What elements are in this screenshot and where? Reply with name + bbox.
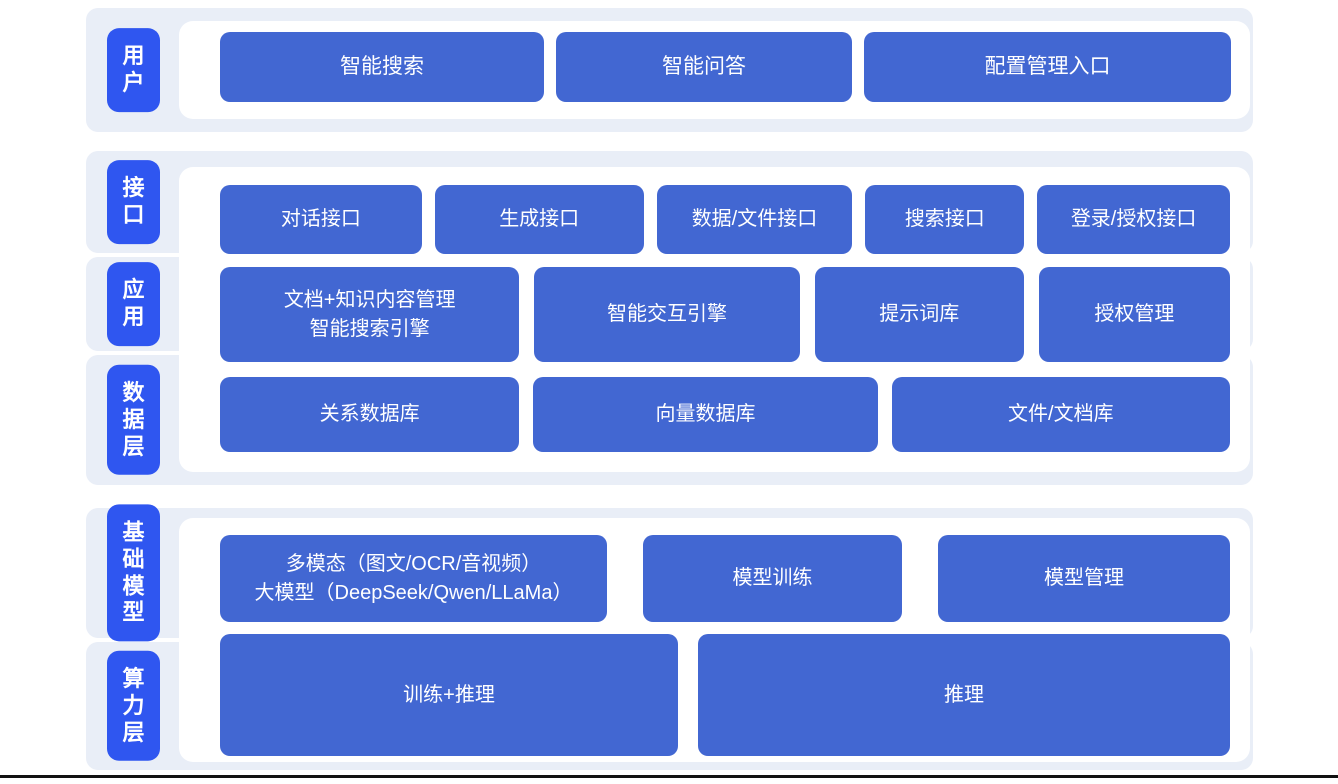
bottom-divider [0, 775, 1338, 778]
block-data-file-api: 数据/文件接口 [656, 185, 853, 254]
row-interfaces: 对话接口 生成接口 数据/文件接口 搜索接口 登录/授权接口 [220, 185, 1230, 254]
layer-label-base-model-text: 基础模型 [122, 519, 145, 625]
layer-label-data-layer-text: 数据层 [122, 379, 145, 459]
layer-group-user: 用户 智能搜索 智能问答 配置管理入口 [86, 8, 1253, 132]
layer-label-application: 应用 [107, 262, 160, 346]
layer-label-data-layer: 数据层 [107, 364, 160, 476]
layer-label-user: 用户 [107, 28, 160, 112]
row-databases: 关系数据库 向量数据库 文件/文档库 [220, 377, 1230, 452]
block-login-auth-api: 登录/授权接口 [1037, 185, 1230, 254]
block-config-entry: 配置管理入口 [864, 32, 1231, 102]
block-inference: 推理 [698, 634, 1230, 756]
panel-user: 智能搜索 智能问答 配置管理入口 [179, 21, 1250, 119]
layer-group-middle: 接口 应用 数据层 对话接口 生成接口 数据/文件接口 搜索接口 登录/授权接口… [86, 151, 1253, 485]
layer-group-bottom: 基础模型 算力层 多模态（图文/OCR/音视频） 大模型（DeepSeek/Qw… [86, 504, 1253, 770]
block-doc-knowledge-search-engine: 文档+知识内容管理 智能搜索引擎 [220, 267, 520, 362]
row-compute: 训练+推理 推理 [220, 634, 1230, 756]
block-auth-management: 授权管理 [1038, 267, 1231, 362]
block-dialog-api: 对话接口 [220, 185, 422, 254]
layer-label-interface-text: 接口 [122, 175, 145, 227]
block-model-training: 模型训练 [643, 535, 902, 622]
block-multimodal-llm: 多模态（图文/OCR/音视频） 大模型（DeepSeek/Qwen/LLaMa） [220, 535, 607, 622]
block-model-management: 模型管理 [938, 535, 1230, 622]
layer-label-interface: 接口 [107, 160, 160, 244]
block-training-inference: 训练+推理 [220, 634, 678, 756]
block-vector-db: 向量数据库 [533, 377, 878, 452]
layer-label-application-text: 应用 [122, 277, 145, 329]
row-models: 多模态（图文/OCR/音视频） 大模型（DeepSeek/Qwen/LLaMa）… [220, 535, 1230, 622]
layer-label-compute-layer: 算力层 [107, 650, 160, 762]
block-relational-db: 关系数据库 [220, 377, 520, 452]
layer-label-base-model: 基础模型 [107, 504, 160, 642]
block-search-api: 搜索接口 [865, 185, 1025, 254]
layer-label-user-text: 用户 [122, 43, 145, 95]
block-file-doc-db: 文件/文档库 [891, 377, 1230, 452]
row-user-entries: 智能搜索 智能问答 配置管理入口 [220, 32, 1231, 102]
block-prompt-library: 提示词库 [814, 267, 1024, 362]
block-smart-search: 智能搜索 [220, 32, 544, 102]
row-applications: 文档+知识内容管理 智能搜索引擎 智能交互引擎 提示词库 授权管理 [220, 267, 1231, 362]
block-generation-api: 生成接口 [434, 185, 644, 254]
panel-bottom: 多模态（图文/OCR/音视频） 大模型（DeepSeek/Qwen/LLaMa）… [179, 518, 1250, 762]
block-interaction-engine: 智能交互引擎 [534, 267, 800, 362]
block-smart-qa: 智能问答 [556, 32, 852, 102]
panel-middle: 对话接口 生成接口 数据/文件接口 搜索接口 登录/授权接口 文档+知识内容管理… [179, 167, 1250, 472]
layer-label-compute-layer-text: 算力层 [122, 665, 145, 745]
